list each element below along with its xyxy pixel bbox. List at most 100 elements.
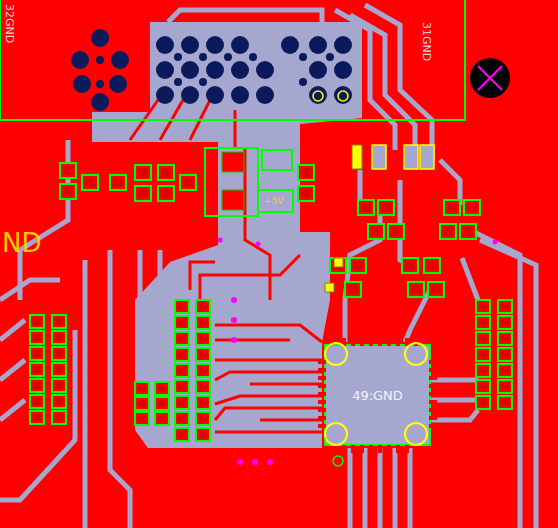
label-outline [258,190,293,212]
smd-part [402,258,418,273]
smd-part [110,175,126,190]
smd-part [196,316,210,329]
smd-part [52,363,66,376]
smd-pad [55,350,63,357]
smd-pad [178,335,186,342]
lead [360,338,364,346]
smd-pad [501,303,509,310]
inductor [372,145,386,169]
smd-pad [178,319,186,326]
pad [206,36,224,54]
lead [318,424,326,428]
smd-pad [161,189,171,198]
smd-pad [467,203,477,212]
smd-part [476,300,490,313]
smd-pad [199,335,207,342]
smd-part [52,347,66,360]
lead [342,445,346,453]
qfn-outline [325,345,430,445]
pad [222,152,244,172]
lead [429,360,437,364]
via [299,53,307,61]
lead [429,424,437,428]
smd-pad [178,383,186,390]
lead [396,338,400,346]
smd-part [388,224,404,239]
pad [181,61,199,79]
pad [206,86,224,104]
smd-part [52,315,66,328]
lead [414,445,418,453]
smd-pad [447,203,457,212]
inductor [404,145,418,169]
smd-part [52,395,66,408]
pad [109,75,127,93]
smd-part [498,332,512,345]
lead [318,392,326,396]
net-label: 32GND [3,4,16,43]
smd-part [82,175,98,190]
lead [378,445,382,453]
smd-part [52,379,66,392]
smd-pad [33,382,41,389]
smd-part [175,364,189,377]
smd-part [498,396,512,409]
smd-part [460,224,476,239]
lead [429,408,437,412]
smd-pad [55,366,63,373]
smd-part [476,348,490,361]
pad [91,29,109,47]
smd-part [498,380,512,393]
pad [156,86,174,104]
smd-part [175,396,189,409]
smd-part [135,165,151,180]
smd-part [444,200,460,215]
smd-pad [178,415,186,422]
smd-part [175,316,189,329]
silk-text: ND [2,228,41,258]
smd-part [345,282,361,297]
smd-part [476,396,490,409]
smd-part [368,224,384,239]
pad [281,36,299,54]
lead [429,376,437,380]
pad [91,93,109,111]
smd-part [424,258,440,273]
pad [156,36,174,54]
smd-part [158,186,174,201]
smd-pad [138,189,148,198]
smd-pad [33,398,41,405]
lead [318,400,326,404]
smd-pad [501,351,509,358]
smd-part [175,380,189,393]
smd-pad [199,415,207,422]
smd-part [476,380,490,393]
pad-label: 49:GND [352,388,403,403]
smd-part [498,348,512,361]
inner-traces [130,100,322,432]
pad [334,61,352,79]
lead [318,376,326,380]
smd-pad [55,414,63,421]
smd-pad [479,303,487,310]
net-label: +5V [264,196,283,206]
smd-part [155,397,169,410]
mounting-hole [470,58,510,98]
smd-part [464,200,480,215]
vias [218,238,498,466]
smd-part [135,397,149,410]
smd-part [378,200,394,215]
smd-pad [301,189,311,198]
smd-pad [199,431,207,438]
smd-pad [33,366,41,373]
board-outline [0,0,465,120]
smd-pad [479,399,487,406]
lead [351,445,355,453]
smd-pad [33,350,41,357]
pad [181,36,199,54]
smd-pad [443,227,453,236]
smd-part [196,428,210,441]
smd-pad [138,415,146,422]
lead [369,445,373,453]
